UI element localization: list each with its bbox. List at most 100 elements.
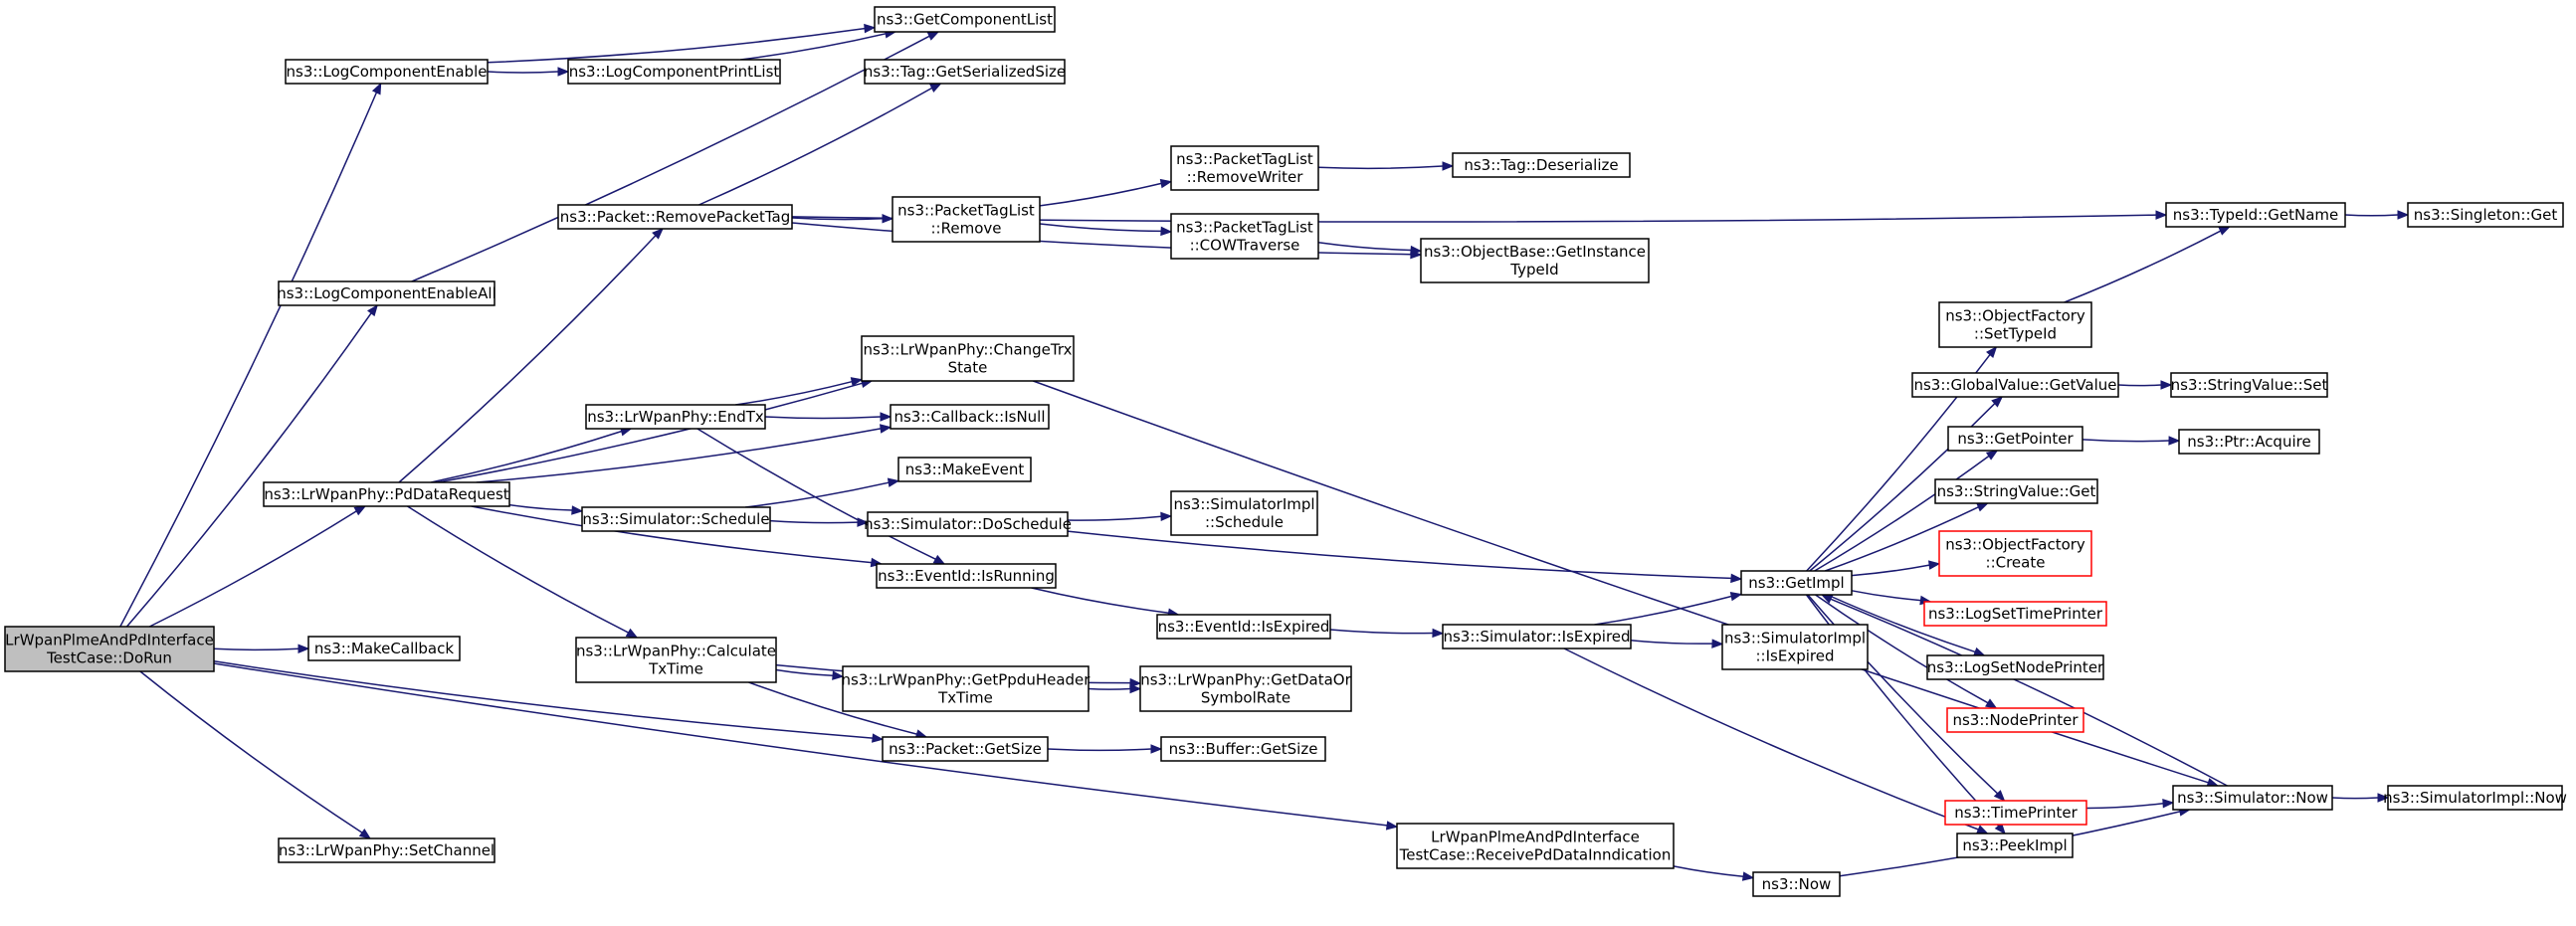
node-box[interactable] [842,665,1090,712]
node-simImplNow[interactable]: ns3::SimulatorImpl::Now [2383,785,2567,811]
node-box[interactable] [2178,429,2320,455]
node-pdDataRequest[interactable]: ns3::LrWpanPhy::PdDataRequest [263,481,510,507]
node-box[interactable] [1938,530,2092,577]
node-box[interactable] [575,637,777,683]
node-box[interactable] [892,196,1041,243]
node-box[interactable] [1442,624,1632,649]
node-box[interactable] [1721,624,1869,670]
node-tagGetSerSize[interactable]: ns3::Tag::GetSerializedSize [864,59,1066,85]
node-box[interactable] [1156,614,1331,640]
node-logSetNodePrinter[interactable]: ns3::LogSetNodePrinter [1926,654,2104,680]
node-simSchedule[interactable]: ns3::Simulator::Schedule [581,506,771,532]
node-box[interactable] [882,736,1049,762]
node-box[interactable] [897,457,1032,482]
node-box[interactable] [2170,372,2328,398]
node-typeIdGetName[interactable]: ns3::TypeId::GetName [2165,202,2346,228]
node-singletonGet[interactable]: ns3::Singleton::Get [2407,202,2564,228]
node-box[interactable] [1956,833,2074,858]
node-simIsExpired[interactable]: ns3::Simulator::IsExpired [1442,624,1632,649]
node-box[interactable] [278,280,495,306]
node-box[interactable] [1934,478,2098,504]
node-box[interactable] [2165,202,2346,228]
node-box[interactable] [1946,707,2084,733]
node-recvPdData[interactable]: LrWpanPlmeAndPdInterfaceTestCase::Receiv… [1396,823,1675,869]
node-box[interactable] [1752,871,1841,897]
node-box[interactable] [1170,490,1318,536]
node-box[interactable] [1740,570,1853,596]
node-getCompList[interactable]: ns3::GetComponentList [874,6,1056,33]
node-peekImpl[interactable]: ns3::PeekImpl [1956,833,2074,858]
node-box[interactable] [1911,372,2119,398]
node-box[interactable] [557,204,793,230]
node-box[interactable] [867,511,1069,537]
node-box[interactable] [1170,145,1319,191]
node-box[interactable] [2387,785,2563,811]
node-box[interactable] [285,59,489,85]
node-nodePrinter[interactable]: ns3::NodePrinter [1946,707,2084,733]
node-getImpl[interactable]: ns3::GetImpl [1740,570,1853,596]
node-logCompEnable[interactable]: ns3::LogComponentEnable [285,59,489,85]
node-objFactCreate[interactable]: ns3::ObjectFactory::Create [1938,530,2092,577]
node-pktGetSize[interactable]: ns3::Packet::GetSize [882,736,1049,762]
node-ptlRemove[interactable]: ns3::PacketTagList::Remove [892,196,1041,243]
node-gvGetValue[interactable]: ns3::GlobalValue::GetValue [1911,372,2119,398]
node-box[interactable] [2172,785,2333,811]
node-cbIsNull[interactable]: ns3::Callback::IsNull [890,404,1050,430]
node-tagDeserialize[interactable]: ns3::Tag::Deserialize [1452,152,1631,178]
node-box[interactable] [1396,823,1675,869]
node-evIsExpired[interactable]: ns3::EventId::IsExpired [1156,614,1331,640]
node-box[interactable] [1947,426,2083,452]
node-box[interactable] [2407,202,2564,228]
node-box[interactable] [307,636,461,661]
node-makeEvent[interactable]: ns3::MakeEvent [897,457,1032,482]
node-makeCallback[interactable]: ns3::MakeCallback [307,636,461,661]
node-box[interactable] [263,481,510,507]
node-objFactSetTid[interactable]: ns3::ObjectFactory::SetTypeId [1938,301,2092,348]
node-box[interactable] [4,626,215,672]
node-logCompEnableAll[interactable]: ns3::LogComponentEnableAll [277,280,496,306]
node-box[interactable] [278,837,495,863]
node-simImplIsExpired[interactable]: ns3::SimulatorImpl::IsExpired [1721,624,1869,670]
node-box[interactable] [864,59,1066,85]
node-box[interactable] [1926,654,2104,680]
node-simNow[interactable]: ns3::Simulator::Now [2172,785,2333,811]
node-strValGet[interactable]: ns3::StringValue::Get [1934,478,2098,504]
node-ptrAcquire[interactable]: ns3::Ptr::Acquire [2178,429,2320,455]
node-simImplSchedule[interactable]: ns3::SimulatorImpl::Schedule [1170,490,1318,536]
node-timePrinter[interactable]: ns3::TimePrinter [1944,800,2087,826]
node-strValSet[interactable]: ns3::StringValue::Set [2170,372,2328,398]
node-box[interactable] [567,59,781,85]
node-box[interactable] [1160,736,1326,762]
node-box[interactable] [874,6,1056,33]
node-box[interactable] [861,335,1075,382]
node-endTx[interactable]: ns3::LrWpanPhy::EndTx [585,404,766,430]
node-box[interactable] [890,404,1050,430]
node-getPointer[interactable]: ns3::GetPointer [1947,426,2083,452]
node-ptlRemoveWriter[interactable]: ns3::PacketTagList::RemoveWriter [1170,145,1319,191]
node-now[interactable]: ns3::Now [1752,871,1841,897]
node-box[interactable] [1420,238,1650,283]
node-simDoSchedule[interactable]: ns3::Simulator::DoSchedule [864,511,1072,537]
node-box[interactable] [581,506,771,532]
node-box[interactable] [876,563,1057,589]
node-logSetTimePrinter[interactable]: ns3::LogSetTimePrinter [1923,601,2107,627]
node-logCompPrintList[interactable]: ns3::LogComponentPrintList [567,59,781,85]
node-bufGetSize[interactable]: ns3::Buffer::GetSize [1160,736,1326,762]
node-removePacketTag[interactable]: ns3::Packet::RemovePacketTag [557,204,793,230]
node-box[interactable] [585,404,766,430]
node-ptlCowTraverse[interactable]: ns3::PacketTagList::COWTraverse [1170,213,1319,260]
node-setChannel[interactable]: ns3::LrWpanPhy::SetChannel [278,837,495,863]
node-box[interactable] [1170,213,1319,260]
node-box[interactable] [1944,800,2087,826]
node-box[interactable] [1923,601,2107,627]
node-box[interactable] [1139,665,1352,712]
node-box[interactable] [1452,152,1631,178]
node-box[interactable] [1938,301,2092,348]
node-evIsRunning[interactable]: ns3::EventId::IsRunning [876,563,1057,589]
